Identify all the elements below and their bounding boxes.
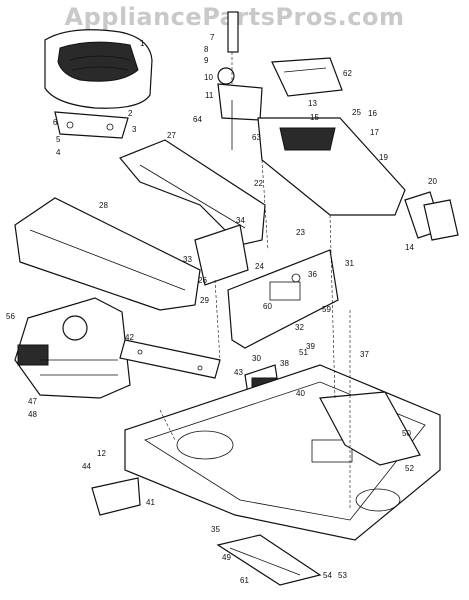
- callout-44: 44: [82, 462, 91, 471]
- callout-62: 62: [343, 69, 352, 78]
- callout-33: 33: [183, 255, 192, 264]
- callout-20: 20: [428, 177, 437, 186]
- callout-30: 30: [252, 354, 261, 363]
- part-seat[interactable]: [44, 29, 153, 109]
- callout-32: 32: [295, 323, 304, 332]
- part-engine[interactable]: [14, 297, 131, 399]
- callout-63: 63: [252, 133, 261, 142]
- part-console[interactable]: [257, 117, 406, 216]
- callout-15: 15: [310, 113, 319, 122]
- callout-26: 26: [198, 276, 207, 285]
- callout-53: 53: [338, 571, 347, 580]
- callout-19: 19: [379, 153, 388, 162]
- callout-52: 52: [405, 464, 414, 473]
- callout-35: 35: [211, 525, 220, 534]
- callout-37: 37: [360, 350, 369, 359]
- callout-11: 11: [205, 91, 214, 100]
- callout-5: 5: [56, 135, 61, 144]
- part-footrest-bottom[interactable]: [216, 534, 322, 586]
- callout-47: 47: [28, 397, 37, 406]
- part-rear-bracket[interactable]: [194, 224, 249, 286]
- callout-50: 50: [402, 429, 411, 438]
- callout-51: 51: [299, 348, 308, 357]
- part-bracket-left[interactable]: [91, 477, 141, 516]
- callout-9: 9: [204, 56, 209, 65]
- callout-56: 56: [6, 312, 15, 321]
- callout-13: 13: [308, 99, 317, 108]
- callout-29: 29: [200, 296, 209, 305]
- callout-49: 49: [222, 553, 231, 562]
- callout-23: 23: [296, 228, 305, 237]
- callout-10: 10: [204, 73, 213, 82]
- callout-38: 38: [280, 359, 289, 368]
- callout-22: 22: [254, 179, 263, 188]
- callout-3: 3: [132, 125, 137, 134]
- callout-64: 64: [193, 115, 202, 124]
- callout-34: 34: [236, 216, 245, 225]
- callout-17: 17: [370, 128, 379, 137]
- callout-2: 2: [128, 109, 133, 118]
- callout-41: 41: [146, 498, 155, 507]
- callout-31: 31: [345, 259, 354, 268]
- callout-8: 8: [204, 45, 209, 54]
- callout-14: 14: [405, 243, 414, 252]
- callout-48: 48: [28, 410, 37, 419]
- callout-16: 16: [368, 109, 377, 118]
- callout-39: 39: [306, 342, 315, 351]
- part-seat-bracket[interactable]: [54, 111, 129, 139]
- callout-60: 60: [263, 302, 272, 311]
- callout-12: 12: [97, 449, 106, 458]
- callout-27: 27: [167, 131, 176, 140]
- callout-7: 7: [210, 33, 215, 42]
- part-fender-left[interactable]: [14, 197, 201, 311]
- callout-54: 54: [323, 571, 332, 580]
- callout-42: 42: [125, 333, 134, 342]
- callout-4: 4: [56, 148, 61, 157]
- callout-25: 25: [352, 108, 361, 117]
- part-dash-panel[interactable]: [227, 249, 339, 349]
- callout-59: 59: [322, 305, 331, 314]
- callout-1: 1: [140, 39, 145, 48]
- part-footrest-right[interactable]: [319, 391, 421, 466]
- part-bracket-right[interactable]: [404, 191, 459, 241]
- part-hood-tab[interactable]: [271, 57, 343, 97]
- callout-36: 36: [308, 270, 317, 279]
- callout-6: 6: [53, 118, 58, 127]
- callout-43: 43: [234, 368, 243, 377]
- callout-24: 24: [255, 262, 264, 271]
- part-footrest-plate[interactable]: [119, 339, 221, 379]
- callout-28: 28: [99, 201, 108, 210]
- callout-40: 40: [296, 389, 305, 398]
- part-fender-cover[interactable]: [119, 139, 266, 246]
- callout-61: 61: [240, 576, 249, 585]
- part-steering-column[interactable]: [217, 11, 263, 150]
